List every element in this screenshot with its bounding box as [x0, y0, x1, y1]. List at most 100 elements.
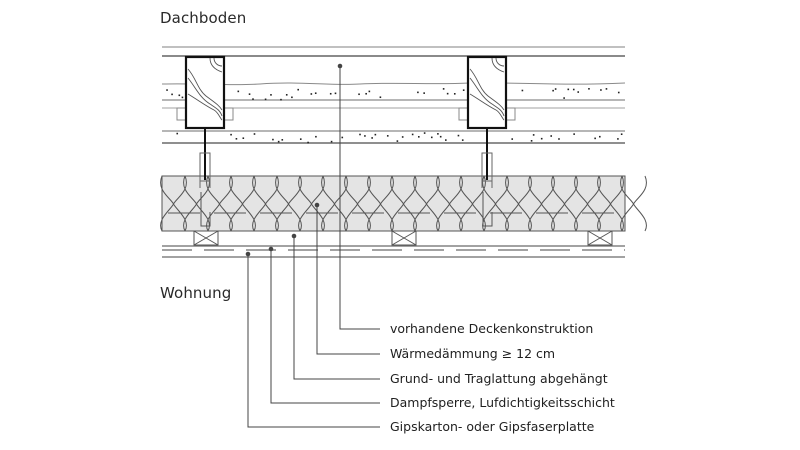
- insulation-curve: [551, 175, 578, 232]
- fill-dots-upper: [166, 88, 620, 101]
- fill-dot: [280, 98, 282, 101]
- fill-dot: [417, 91, 419, 94]
- legend-plasterboard: Gipskarton- oder Gipsfaserplatte: [390, 419, 595, 434]
- leader-line: [268, 246, 380, 404]
- fill-dot: [315, 135, 317, 138]
- fill-dot: [396, 140, 399, 142]
- fill-dot: [617, 138, 619, 140]
- insulation-curve: [275, 175, 302, 232]
- insulation-curve: [344, 175, 371, 232]
- insulation-curve: [505, 175, 532, 232]
- leader-line: [314, 202, 380, 355]
- fill-dot: [521, 89, 524, 92]
- insulation-curve: [597, 175, 624, 232]
- insulation-curve: [367, 175, 394, 232]
- leader-lines: [245, 63, 380, 428]
- insulation-curve: [459, 175, 486, 232]
- wood-grain: [495, 57, 505, 67]
- fill-dot: [176, 132, 179, 135]
- battens: [193, 230, 613, 246]
- insulation-curve: [321, 175, 348, 232]
- zone-label-apartment: Wohnung: [160, 284, 232, 302]
- fill-dot: [411, 133, 414, 136]
- fill-dot: [620, 133, 623, 136]
- fill-dot: [253, 133, 256, 135]
- fill-dot: [230, 133, 232, 136]
- fill-dot: [297, 88, 300, 91]
- fill-dot: [461, 139, 464, 141]
- insulation-curve: [206, 175, 233, 232]
- insulation-curve: [574, 175, 601, 232]
- fill-dot: [567, 88, 570, 91]
- fill-dot: [277, 140, 280, 143]
- insulation-curve: [183, 175, 210, 232]
- insulation-curve: [413, 175, 440, 232]
- insulation-curve: [390, 175, 417, 232]
- legend-thermal-insulation: Wärmedämmung ≥ 12 cm: [390, 346, 556, 361]
- batten: [391, 230, 417, 246]
- fill-dot: [379, 96, 382, 99]
- zone-label-attic: Dachboden: [160, 9, 247, 27]
- fill-dot: [178, 94, 181, 97]
- fill-dot: [264, 98, 267, 101]
- fill-dot: [600, 89, 602, 91]
- fill-dot: [181, 96, 184, 99]
- fill-dot: [617, 91, 620, 94]
- batten-cross: [193, 230, 219, 246]
- hanger: [199, 128, 211, 227]
- fill-dot: [386, 135, 389, 137]
- fill-dot: [252, 98, 254, 100]
- batten: [193, 230, 219, 246]
- fill-dot: [530, 140, 533, 142]
- fill-dot: [364, 135, 366, 137]
- fill-dot: [588, 88, 590, 90]
- fill-dot: [237, 90, 240, 93]
- bracket-left: [176, 107, 187, 121]
- fill-dot: [281, 139, 284, 141]
- fill-dot: [248, 93, 251, 95]
- insulation-layer: [160, 175, 647, 232]
- hanger-clip: [199, 152, 211, 182]
- fill-dots-lower: [176, 132, 623, 144]
- leader-path: [316, 205, 380, 355]
- fill-dot: [446, 92, 449, 95]
- fill-dot: [598, 135, 601, 138]
- batten-cross: [391, 230, 417, 246]
- fill-dot: [291, 96, 293, 99]
- fill-dot: [550, 135, 553, 137]
- fill-dot: [572, 88, 575, 91]
- fill-dot: [577, 91, 580, 93]
- wood-grain: [187, 93, 223, 121]
- joist: [176, 55, 234, 130]
- insulation-curve: [620, 175, 647, 232]
- fill-dot: [462, 89, 465, 91]
- legend-battens: Grund- und Traglattung abgehängt: [390, 371, 608, 386]
- wood-grain: [491, 57, 505, 73]
- fill-dot: [365, 92, 367, 95]
- bottom-layers: [162, 245, 625, 258]
- fill-dot: [371, 137, 373, 139]
- fill-dot: [401, 136, 404, 138]
- hanger-bracket: [200, 192, 211, 227]
- fill-dot: [359, 133, 361, 136]
- hanger-clip: [481, 152, 493, 182]
- fill-dot: [299, 138, 302, 140]
- fill-dot: [329, 92, 332, 95]
- insulation-curve: [229, 175, 256, 232]
- fill-dot: [457, 134, 460, 137]
- fill-dot: [310, 93, 313, 95]
- fill-dot: [430, 136, 433, 139]
- bracket-left: [458, 107, 469, 121]
- bracket-right: [505, 107, 516, 121]
- fill-dot: [330, 140, 333, 143]
- leader-line: [337, 63, 380, 330]
- fill-dot: [374, 133, 377, 136]
- fill-dot: [445, 139, 447, 141]
- leader-path: [270, 249, 380, 404]
- fill-dot: [453, 93, 456, 95]
- fill-dot: [270, 94, 272, 96]
- fill-dot: [235, 138, 238, 140]
- insulation-curve: [528, 175, 555, 232]
- leader-path: [293, 236, 380, 380]
